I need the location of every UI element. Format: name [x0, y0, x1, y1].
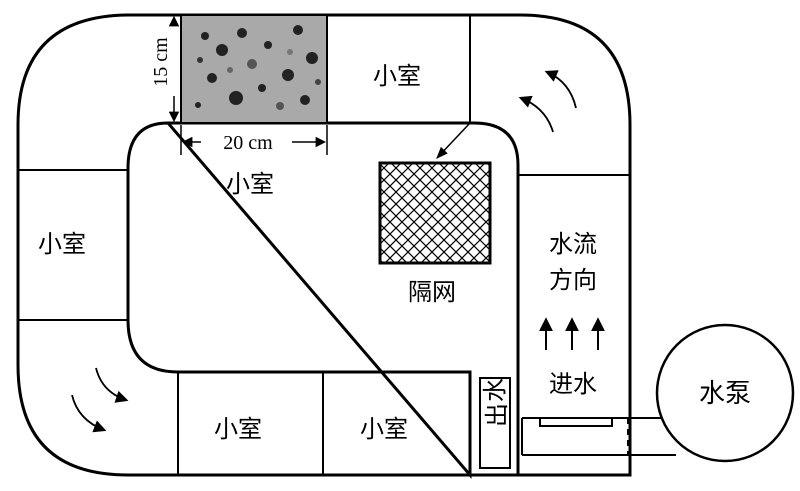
- room-center-label: 小室: [226, 170, 274, 198]
- compartment-left: [17, 169, 129, 321]
- outlet-label-1: 出: [483, 403, 511, 427]
- pump-label: 水泵: [699, 379, 751, 409]
- outlet-box: [479, 377, 511, 469]
- outer-wall: [16, 13, 632, 477]
- curved-arrow-icon: [71, 367, 129, 433]
- inlet-label: 进水: [549, 370, 597, 398]
- outlet-label-2: 水: [481, 378, 509, 402]
- dimension-height-label: 15 cm: [150, 37, 172, 87]
- compartment-bottom-right: [322, 371, 471, 476]
- room-top-label: 小室: [373, 62, 421, 90]
- gravel-texture: [195, 25, 321, 110]
- room-bottom-right-label: 小室: [360, 415, 408, 443]
- pump-pipe: [521, 417, 676, 456]
- flow-direction-label-2: 方向: [549, 266, 597, 294]
- dimension-height: [166, 14, 180, 124]
- curved-arrow-icon: [518, 70, 577, 133]
- flow-direction-label-1: 水流: [549, 230, 597, 258]
- room-left-label: 小室: [38, 230, 86, 258]
- gravel-compartment: [180, 14, 328, 124]
- dimension-width: [180, 125, 328, 155]
- room-bottom-left-label: 小室: [214, 415, 262, 443]
- net-pointer-arrow: [436, 122, 471, 159]
- net: [378, 161, 492, 265]
- dimension-width-label: 20 cm: [223, 132, 273, 154]
- inlet-slot: [539, 417, 613, 427]
- net-label: 隔网: [408, 278, 456, 306]
- up-arrow-icon: [539, 317, 605, 350]
- pump: [655, 323, 795, 463]
